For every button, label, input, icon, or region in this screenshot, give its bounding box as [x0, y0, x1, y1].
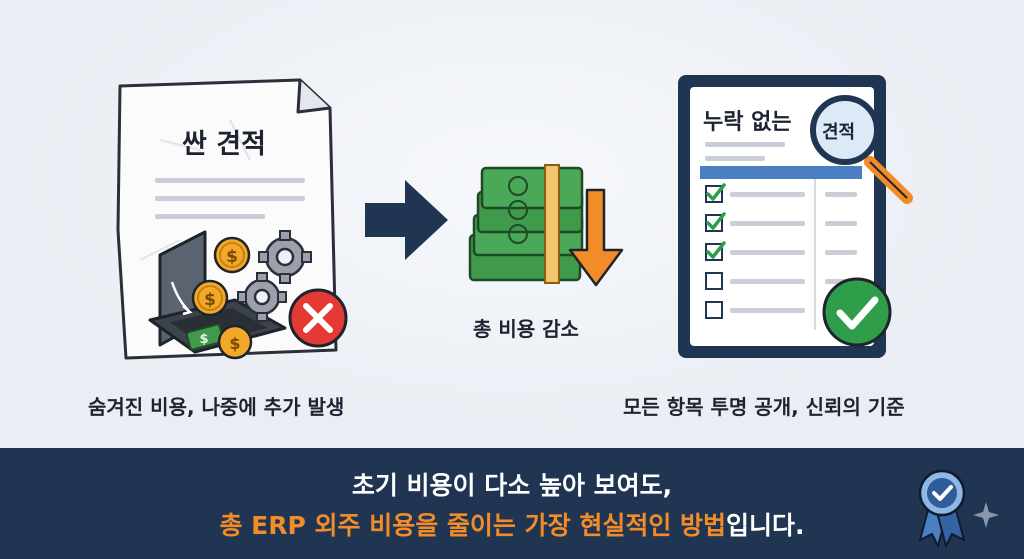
red-x-icon [288, 288, 348, 348]
right-caption: 모든 항목 투명 공개, 신뢰의 기준 [623, 395, 905, 419]
checklist-value-line [825, 221, 857, 226]
right-arrow-icon [365, 180, 448, 260]
money-stack-icon [468, 164, 584, 284]
middle-caption: 총 비용 감소 [473, 317, 579, 341]
banner-line1: 초기 비용이 다소 높아 보여도, [351, 471, 673, 500]
svg-text:$: $ [229, 334, 240, 353]
checklist-value-line [825, 192, 857, 197]
checklist-box [705, 301, 723, 319]
check-mark-icon [706, 183, 726, 201]
gear-icon [237, 272, 287, 322]
diagram-graphics: $ $ $ $ [116, 75, 913, 360]
left-caption: 숨겨진 비용, 나중에 추가 발생 [88, 395, 345, 419]
open-safe-icon: $ [148, 230, 287, 354]
magnifier-icon [810, 95, 913, 204]
checklist-box [705, 272, 723, 290]
diagram-stage: $ $ $ $ [0, 0, 1024, 448]
check-mark-icon [706, 212, 726, 230]
checklist-value-line [825, 250, 857, 255]
checklist-line [730, 221, 805, 226]
gear-icon [258, 230, 312, 284]
banner-highlight: 총 ERP 외주 비용을 줄이는 가장 현실적인 방법 [219, 511, 727, 540]
checklist-line [730, 308, 805, 313]
magnifier-text: 견적 [822, 122, 856, 143]
svg-text:$: $ [199, 332, 208, 347]
banner-rest: 입니다. [726, 511, 805, 540]
checklist-line [730, 250, 805, 255]
doc-title: 싼 견적 [182, 129, 266, 160]
green-check-icon [822, 277, 892, 347]
check-mark-icon [706, 241, 726, 259]
banner-line2: 총 ERP 외주 비용을 줄이는 가장 현실적인 방법입니다. [0, 506, 1024, 542]
sparkle-icon [973, 502, 999, 528]
svg-text:$: $ [226, 247, 238, 267]
svg-text:$: $ [204, 290, 216, 310]
down-arrow-icon [568, 188, 624, 287]
checklist-line [730, 279, 805, 284]
checklist-line [730, 192, 805, 197]
bottom-banner: 초기 비용이 다소 높아 보여도, 총 ERP 외주 비용을 줄이는 가장 현실… [0, 448, 1024, 559]
coin-icon: $ $ $ [191, 236, 253, 360]
board-title: 누락 없는 [703, 110, 792, 135]
award-medal-icon [918, 469, 999, 549]
